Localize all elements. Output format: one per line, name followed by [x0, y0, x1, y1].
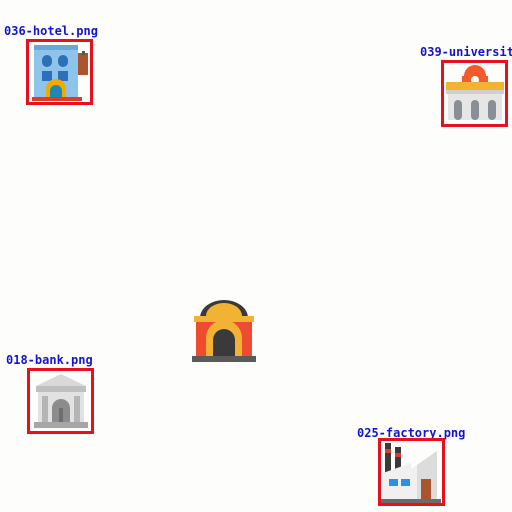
hotel-icon: [32, 45, 88, 101]
factory-icon: [381, 443, 441, 503]
university-icon: [446, 65, 504, 120]
selection-box-factory[interactable]: [378, 438, 445, 506]
selection-box-university[interactable]: [441, 60, 508, 127]
label-bank: 018-bank.png: [6, 353, 93, 367]
label-factory: 025-factory.png: [357, 426, 466, 440]
selection-box-hotel[interactable]: [26, 39, 93, 105]
label-hotel: 036-hotel.png: [4, 24, 98, 38]
label-university: 039-universit: [420, 45, 512, 59]
theater-icon: [192, 300, 256, 362]
selection-box-bank[interactable]: [27, 368, 94, 434]
bank-icon: [34, 374, 88, 428]
